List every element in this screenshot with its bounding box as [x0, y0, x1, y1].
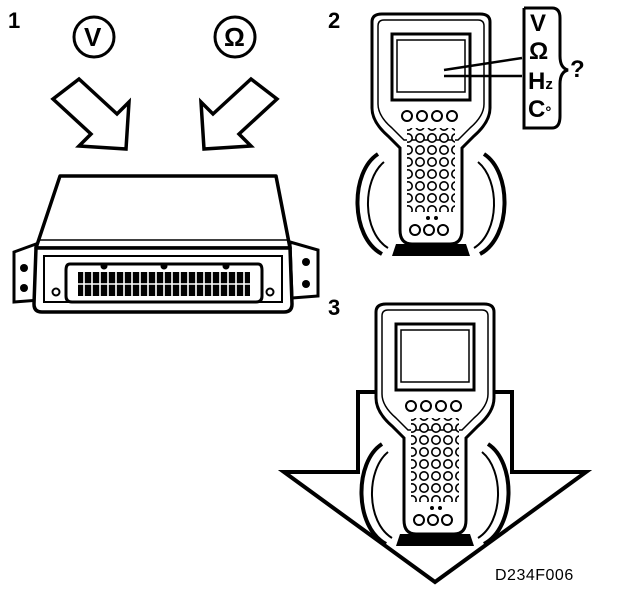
curly-brace	[551, 6, 569, 130]
step-number-2: 2	[328, 8, 341, 33]
ecu-module	[12, 174, 320, 314]
volt-symbol: V	[84, 22, 102, 52]
unit-hertz: Hz	[528, 68, 553, 95]
scan-tool-step2	[355, 12, 507, 258]
volt-symbol-circle	[72, 15, 116, 59]
pointer-line	[443, 56, 523, 78]
arrow-down-right-icon	[50, 76, 132, 151]
units-box	[522, 6, 552, 130]
question-mark: ?	[570, 56, 585, 83]
ohm-symbol-circle	[213, 15, 257, 59]
ohm-symbol: Ω	[224, 22, 245, 52]
figure-code: D234F006	[495, 567, 574, 584]
unit-ohm: Ω	[529, 38, 549, 65]
unit-volt: V	[530, 10, 547, 37]
unit-celsius: C°	[528, 96, 552, 123]
step-number-3: 3	[328, 295, 341, 320]
arrow-down-left-icon	[198, 76, 280, 151]
step-number-1: 1	[8, 8, 21, 33]
